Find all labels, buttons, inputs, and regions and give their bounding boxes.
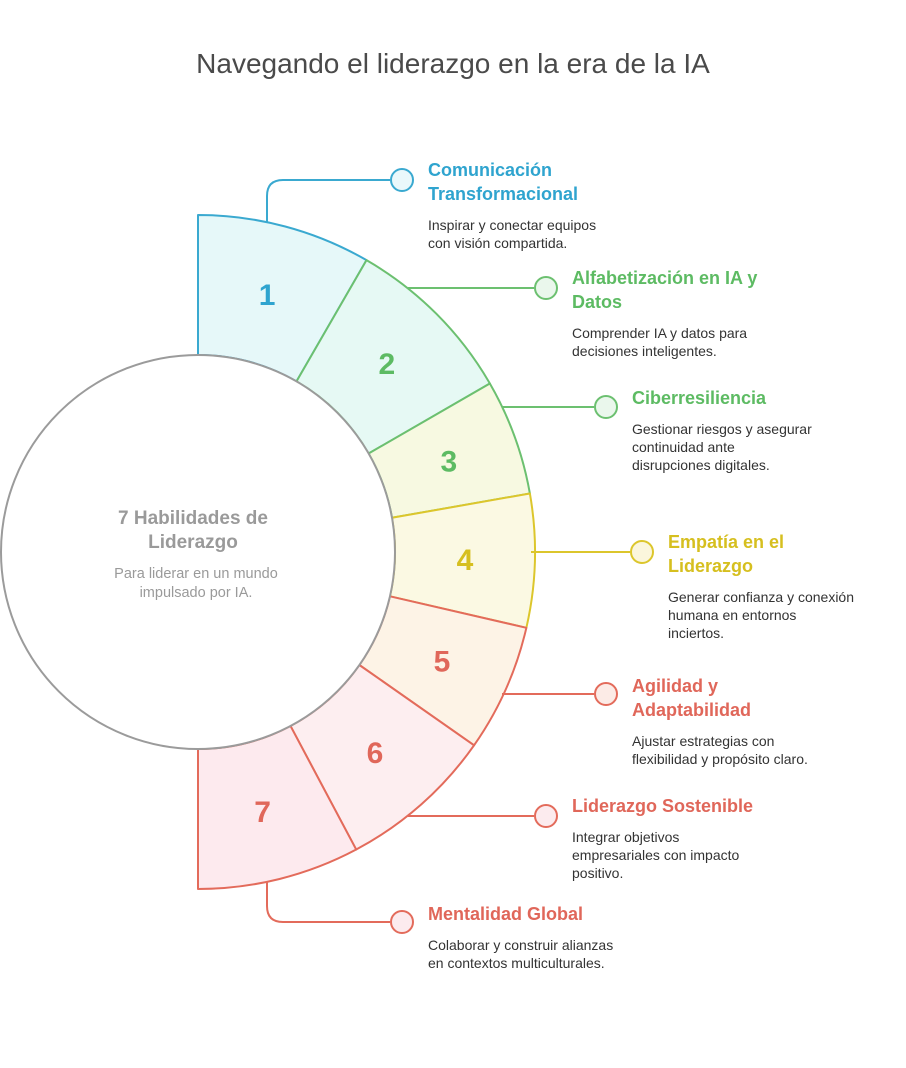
- connector-node-4: [630, 540, 654, 564]
- skill-description-4: Generar confianza y conexión humana en en…: [668, 588, 854, 642]
- skill-title-4: Empatía en el Liderazgo: [668, 530, 784, 578]
- skill-title-line: Agilidad y: [632, 676, 719, 696]
- skill-title-7: Mentalidad Global: [428, 902, 583, 926]
- segment-number-7: 7: [254, 796, 271, 829]
- page-title: Navegando el liderazgo en la era de la I…: [196, 48, 710, 79]
- skill-title-line: Ciberresiliencia: [632, 388, 767, 408]
- connector-node-7: [390, 910, 414, 934]
- skill-description-line: Gestionar riesgos y asegurar: [632, 421, 812, 437]
- skill-title-3: Ciberresiliencia: [632, 386, 766, 410]
- skill-description-line: Colaborar y construir alianzas: [428, 937, 614, 953]
- connector-node-1: [390, 168, 414, 192]
- connector-node-6: [534, 804, 558, 828]
- skill-title-line: Adaptabilidad: [632, 700, 752, 720]
- skill-description-7: Colaborar y construir alianzas en context…: [428, 936, 613, 972]
- skill-title-line: Comunicación: [428, 160, 553, 180]
- skill-description-line: Integrar objetivos: [572, 829, 680, 845]
- skill-description-line: flexibilidad y propósito claro.: [632, 751, 808, 767]
- connector-node-3: [594, 395, 618, 419]
- skill-description-5: Ajustar estrategias con flexibilidad y pr…: [632, 732, 808, 768]
- connector-node-5: [594, 682, 618, 706]
- skill-description-line: inciertos.: [668, 625, 725, 641]
- center-circle: 7 Habilidades de Liderazgo Para liderar e…: [0, 354, 396, 750]
- skill-description-line: Inspirar y conectar equipos: [428, 217, 597, 233]
- skill-description-2: Comprender IA y datos para decisiones int…: [572, 324, 747, 360]
- connector-7: [266, 882, 390, 923]
- skill-description-line: en contextos multiculturales.: [428, 955, 605, 971]
- center-subtitle-line: impulsado por IA.: [140, 585, 253, 601]
- connectors-layer: [266, 168, 654, 934]
- connector-node-2: [534, 276, 558, 300]
- skill-description-line: con visión compartida.: [428, 235, 568, 251]
- segment-number-1: 1: [259, 279, 276, 312]
- skill-title-5: Agilidad y Adaptabilidad: [632, 674, 751, 722]
- skill-title-2: Alfabetización en IA y Datos: [572, 266, 757, 314]
- center-title-line: Liderazgo: [148, 532, 238, 553]
- segment-number-6: 6: [367, 737, 384, 770]
- skill-description-line: decisiones inteligentes.: [572, 343, 717, 359]
- skill-title-line: Liderazgo Sostenible: [572, 796, 754, 816]
- skill-description-line: disrupciones digitales.: [632, 457, 770, 473]
- skill-description-1: Inspirar y conectar equipos con visión co…: [428, 216, 596, 252]
- skill-title-6: Liderazgo Sostenible: [572, 794, 753, 818]
- segment-number-3: 3: [441, 446, 458, 479]
- skill-description-line: Generar confianza y conexión: [668, 589, 854, 605]
- center-subtitle: Para liderar en un mundo impulsado por IA…: [114, 566, 278, 601]
- skill-description-line: continuidad ante: [632, 439, 735, 455]
- segment-number-5: 5: [434, 646, 451, 679]
- segment-number-4: 4: [457, 544, 474, 577]
- skill-description-line: positivo.: [572, 865, 624, 881]
- segment-number-2: 2: [378, 348, 395, 381]
- numbers-layer: 1 2 3 4 5 6 7: [254, 279, 473, 829]
- skill-title-line: Alfabetización en IA y: [572, 268, 758, 288]
- skill-description-line: Comprender IA y datos para: [572, 325, 748, 341]
- skill-title-line: Datos: [572, 292, 623, 312]
- skill-description-6: Integrar objetivos empresariales con impa…: [572, 828, 739, 882]
- connector-1: [266, 179, 390, 222]
- skill-title-line: Transformacional: [428, 184, 579, 204]
- skill-title-line: Empatía en el: [668, 532, 785, 552]
- center-title: 7 Habilidades de Liderazgo: [118, 508, 268, 553]
- skill-title-line: Liderazgo: [668, 556, 754, 576]
- center-title-line: 7 Habilidades de: [118, 508, 268, 529]
- skill-title-line: Mentalidad Global: [428, 904, 584, 924]
- skill-description-3: Gestionar riesgos y asegurar continuidad …: [632, 420, 812, 474]
- center-circle-outline: [0, 354, 396, 750]
- skill-description-line: humana en entornos: [668, 607, 797, 623]
- skill-description-line: empresariales con impacto: [572, 847, 740, 863]
- skill-description-line: Ajustar estrategias con: [632, 733, 775, 749]
- center-subtitle-line: Para liderar en un mundo: [114, 566, 278, 582]
